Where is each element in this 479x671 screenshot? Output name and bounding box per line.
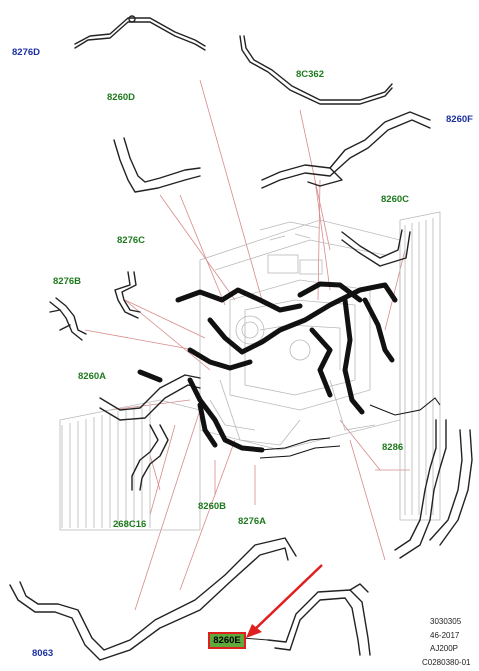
label-8276a: 8276A xyxy=(238,516,266,527)
label-8260b: 8260B xyxy=(198,501,226,512)
leader-lines xyxy=(84,79,410,611)
highlighted-label-8260e: 8260E xyxy=(208,632,246,649)
ref-line-3: AJ200P xyxy=(430,644,459,653)
label-8c362: 8C362 xyxy=(296,69,324,80)
label-268c16: 268C16 xyxy=(113,519,147,530)
label-8260c: 8260C xyxy=(381,194,409,205)
label-8260f: 8260F xyxy=(446,114,473,125)
label-8063: 8063 xyxy=(32,648,54,659)
label-8276b: 8276B xyxy=(53,276,81,287)
label-8260d: 8260D xyxy=(107,92,135,103)
ref-line-4: C0280380-01 xyxy=(422,658,471,667)
engine-hoses xyxy=(137,281,398,453)
radiator-engine-block xyxy=(59,211,441,531)
callout-arrow xyxy=(246,564,323,638)
ref-line-2: 46-2017 xyxy=(430,631,460,640)
label-8260a: 8260A xyxy=(78,371,106,382)
label-8286: 8286 xyxy=(382,442,404,453)
label-8276d: 8276D xyxy=(12,47,40,58)
label-8260e-leader xyxy=(241,637,269,641)
hoses xyxy=(9,15,473,661)
label-8260e-text: 8260E xyxy=(213,635,241,646)
engine-harness xyxy=(259,397,441,459)
ref-line-1: 3030305 xyxy=(430,617,462,626)
label-8276c: 8276C xyxy=(117,235,145,246)
